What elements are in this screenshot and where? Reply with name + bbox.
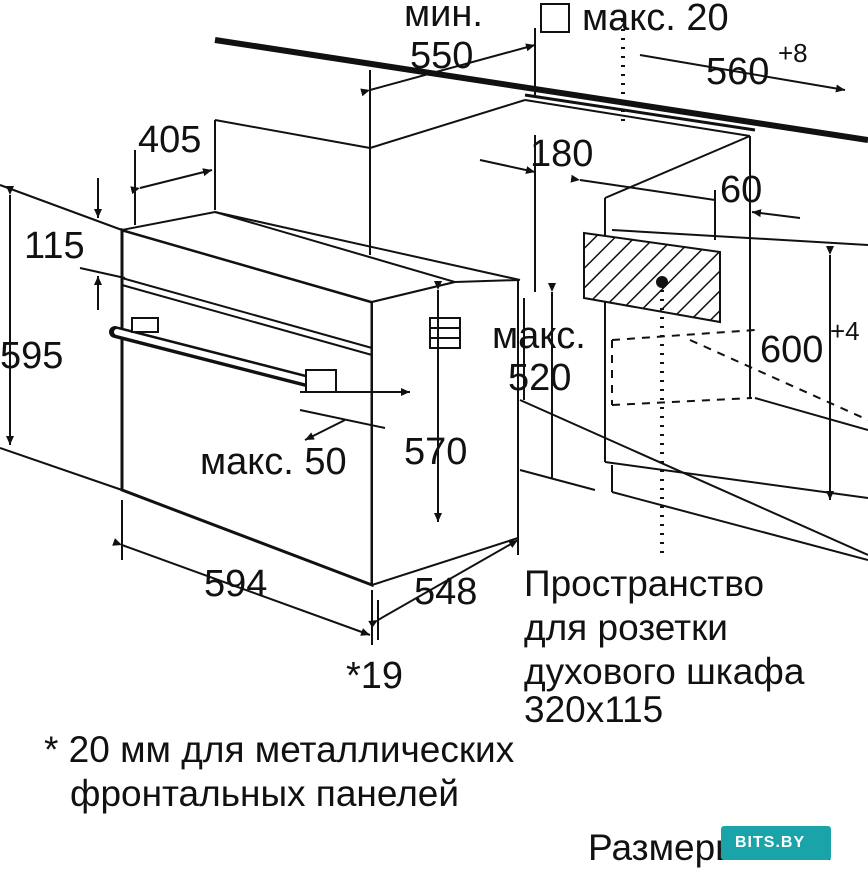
footnote-line-1: * 20 мм для металлических xyxy=(44,729,515,770)
label-60: 60 xyxy=(720,169,762,211)
footnote-line-2: фронтальных панелей xyxy=(70,773,459,814)
label-star-19: *19 xyxy=(346,655,403,697)
watermark-badge: BITS.BY xyxy=(721,826,831,860)
oven xyxy=(109,210,521,588)
countertop xyxy=(214,37,868,149)
label-max-520-a: макс. xyxy=(492,315,586,357)
socket-center-mark xyxy=(656,276,668,288)
socket-note-line-3: духового шкафа xyxy=(524,651,805,692)
label-max-520-b: 520 xyxy=(508,357,571,399)
label-595: 595 xyxy=(0,335,63,377)
socket-space xyxy=(583,20,721,555)
label-560: 560 xyxy=(706,51,769,93)
label-min: мин. xyxy=(404,0,483,35)
label-600: 600 xyxy=(760,329,823,371)
dimension-lines xyxy=(0,28,846,645)
label-550: 550 xyxy=(410,35,473,77)
watermark-text: BITS.BY xyxy=(735,834,806,851)
label-max-20: макс. 20 xyxy=(582,0,729,39)
label-600-tolerance: +4 xyxy=(830,316,860,346)
label-405: 405 xyxy=(138,119,201,161)
label-180: 180 xyxy=(530,133,593,175)
label-594: 594 xyxy=(204,563,267,605)
label-548: 548 xyxy=(414,571,477,613)
socket-note-line-1: Пространство xyxy=(524,563,764,604)
label-max-50: макс. 50 xyxy=(200,441,347,483)
label-115: 115 xyxy=(24,225,85,267)
cabinet-niche xyxy=(369,135,868,561)
socket-note-line-2: для розетки xyxy=(524,607,728,648)
label-560-tolerance: +8 xyxy=(778,38,808,68)
socket-note-line-4: 320x115 xyxy=(524,689,663,730)
label-570: 570 xyxy=(404,431,467,473)
square-icon xyxy=(540,3,570,33)
